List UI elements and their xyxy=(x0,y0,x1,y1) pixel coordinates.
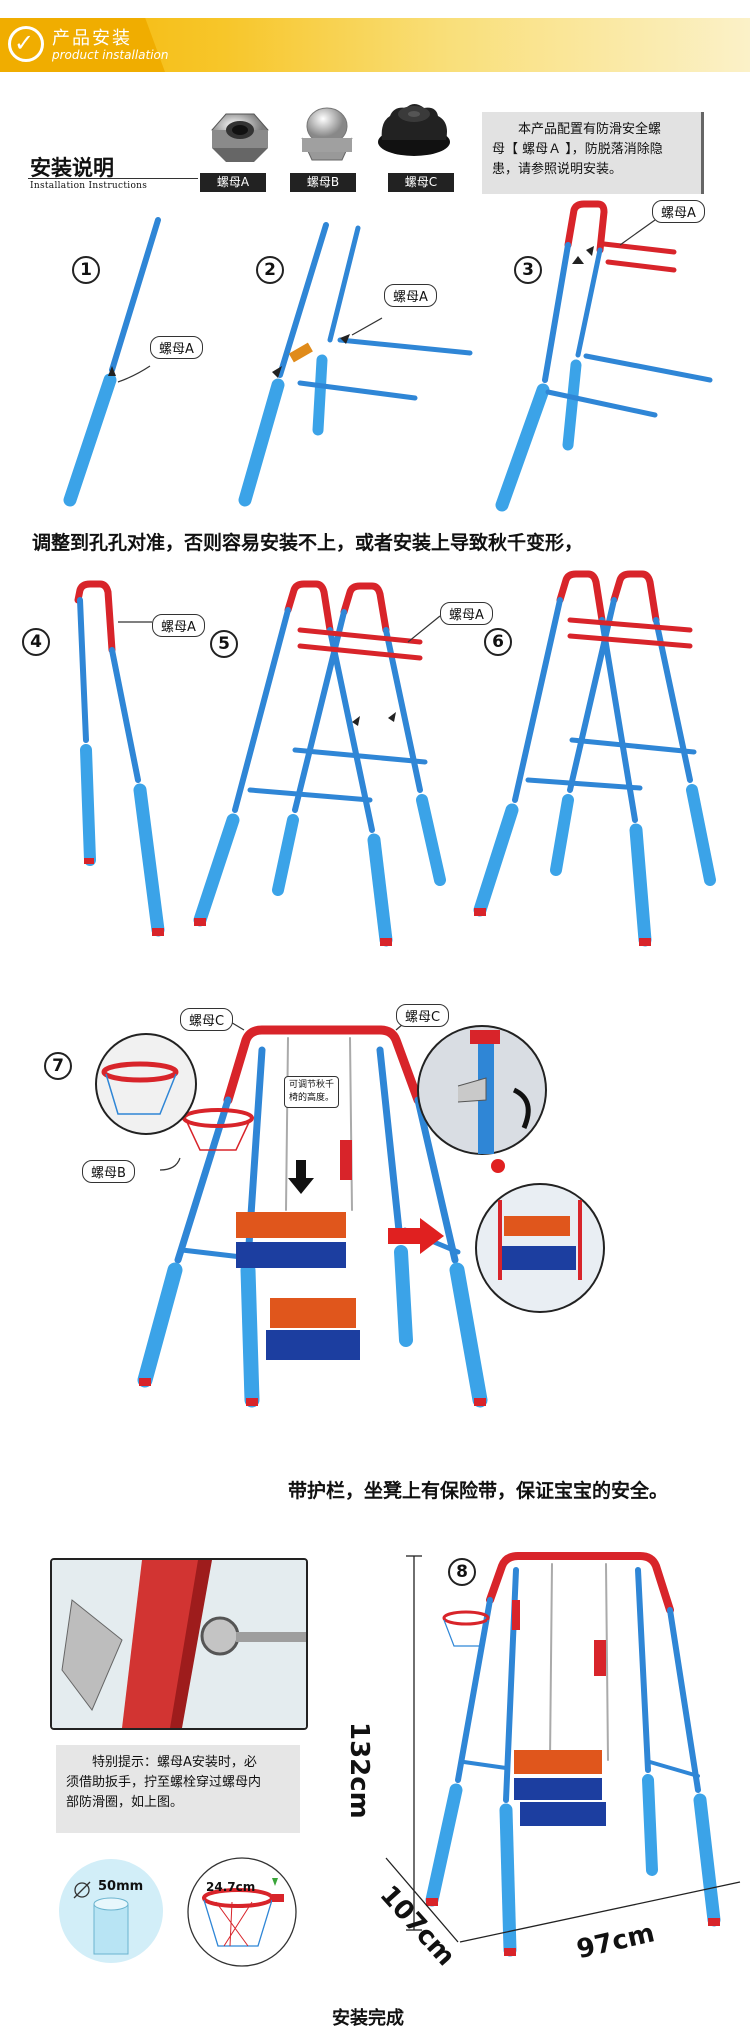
step-1-badge: 1 xyxy=(72,256,100,284)
step1-nut-a-callout: 螺母A xyxy=(150,336,203,359)
tip-line3: 部防滑圈，如上图。 xyxy=(66,1795,184,1810)
step3-nut-a-callout: 螺母A xyxy=(652,200,705,223)
step-8-diagram xyxy=(385,1552,741,1957)
hoop-width-label: 24.7cm xyxy=(206,1880,256,1894)
cap-nut-icon xyxy=(301,107,353,161)
install-subtitle: Installation Instructions xyxy=(30,181,148,191)
step-4-badge: 4 xyxy=(22,628,50,656)
step4-nut-a-callout: 螺母A xyxy=(152,614,205,637)
installation-complete: 安装完成 xyxy=(332,2008,404,2029)
step-5-badge: 5 xyxy=(210,630,238,658)
step5-nut-a-callout: 螺母A xyxy=(440,602,493,625)
wrench-photo xyxy=(50,1558,308,1730)
nut-c-label: 螺母C xyxy=(388,173,454,192)
adjust-note-line2: 椅的高度。 xyxy=(289,1093,335,1103)
install-title: 安装说明 xyxy=(30,155,114,180)
lock-nut-icon xyxy=(211,113,269,162)
notice-line3: 患，请参照说明安装。 xyxy=(492,162,623,177)
step-6-badge: 6 xyxy=(484,628,512,656)
title-divider xyxy=(28,178,198,179)
alignment-caption: 调整到孔孔对准，否则容易安装不上，或者安装上导致秋千变形， xyxy=(32,532,584,554)
adjust-height-note: 可调节秋千 椅的高度。 xyxy=(284,1076,340,1108)
adjust-note-line1: 可调节秋千 xyxy=(289,1080,335,1090)
step-3-badge: 3 xyxy=(514,256,542,284)
step-2-badge: 2 xyxy=(256,256,284,284)
steps-4-6-diagram xyxy=(74,570,716,947)
notice-line1: 本产品配置有防滑安全螺 xyxy=(518,122,662,137)
safety-caption: 带护栏，坐凳上有保险带，保证宝宝的安全。 xyxy=(288,1480,669,1502)
step-7-badge: 7 xyxy=(44,1052,72,1080)
wrench-photo-illustration xyxy=(52,1560,306,1728)
steps-1-3-diagram xyxy=(63,200,713,512)
hoop-size-icon xyxy=(187,1857,297,1967)
checkmark-icon: ✓ xyxy=(14,29,35,57)
header-title: 产品安装 xyxy=(52,28,132,49)
nut-a-label: 螺母A xyxy=(200,173,266,192)
step-8-badge: 8 xyxy=(448,1558,476,1586)
height-dimension: 132cm xyxy=(344,1722,374,1819)
step-7-diagram xyxy=(95,1017,605,1408)
safety-notice: 本产品配置有防滑安全螺 母【 螺母Ａ 】，防脱落消除隐 患，请参照说明安装。 xyxy=(482,112,704,194)
pipe-diameter-icon xyxy=(59,1859,163,1963)
step7-nut-c-callout-right: 螺母C xyxy=(396,1004,450,1027)
step7-nut-b-callout: 螺母B xyxy=(82,1160,135,1183)
tip-line1: 特别提示：螺母A安装时，必 xyxy=(92,1755,257,1770)
special-tip: 特别提示：螺母A安装时，必 须借助扳手，拧至螺栓穿过螺母内 部防滑圈，如上图。 xyxy=(56,1745,300,1833)
step2-nut-a-callout: 螺母A xyxy=(384,284,437,307)
notice-line2: 母【 螺母Ａ 】，防脱落消除隐 xyxy=(492,142,663,157)
pipe-diameter-label: 50mm xyxy=(98,1879,144,1894)
header-subtitle: product installation xyxy=(52,48,169,62)
nut-b-label: 螺母B xyxy=(290,173,356,192)
knob-nut-icon xyxy=(378,104,450,156)
logo-icon xyxy=(8,26,44,62)
tip-line2: 须借助扳手，拧至螺栓穿过螺母内 xyxy=(66,1775,262,1790)
step7-nut-c-callout-left: 螺母C xyxy=(180,1008,234,1031)
